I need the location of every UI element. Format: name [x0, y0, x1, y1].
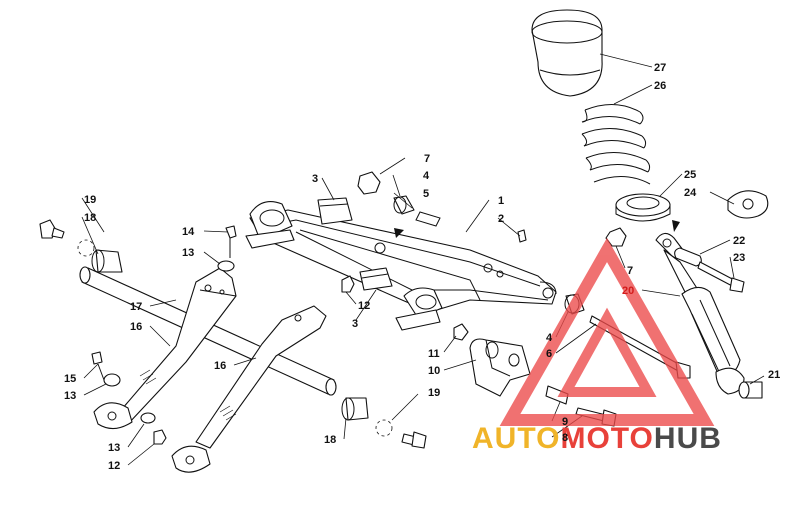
watermark-moto-text: MOTO: [560, 422, 653, 455]
callout-7: 7: [424, 153, 430, 165]
callout-18: 18: [84, 212, 96, 224]
shaft-bushing-left: [91, 249, 123, 273]
wear-pad-part: [317, 197, 353, 225]
watermark-hub-text: HUB: [654, 422, 722, 455]
callout-12: 12: [358, 300, 370, 312]
callout-15: 15: [64, 373, 76, 385]
callout-16-right: 16: [214, 360, 226, 372]
callout-20: 20: [622, 285, 634, 297]
callout-12-lower: 12: [108, 460, 120, 472]
shock-cap-part: [727, 190, 769, 219]
watermark-auto-text: AUTO: [472, 422, 560, 455]
callout-8: 8: [562, 432, 568, 444]
callout-7-right: 7: [627, 265, 633, 277]
callout-14: 14: [182, 226, 195, 238]
link-arm-right: [171, 305, 327, 473]
washer-part: [217, 260, 235, 272]
cap-screw-part: [225, 225, 237, 258]
callout-21: 21: [768, 369, 780, 381]
callout-26: 26: [654, 80, 666, 92]
callout-5: 5: [423, 188, 429, 200]
nut-part-upper: [357, 171, 381, 195]
direction-arrows: [394, 220, 680, 238]
callout-22: 22: [733, 235, 745, 247]
shaft-bolt-left: [39, 219, 95, 257]
bushing-part-upper: [393, 195, 415, 215]
lower-nut-part: [153, 429, 167, 445]
callout-18-right: 18: [324, 434, 336, 446]
shock-bolt-part: [697, 261, 745, 293]
grease-fitting-part: [517, 229, 527, 243]
callout-6: 6: [546, 348, 552, 360]
callout-13-left: 13: [64, 390, 76, 402]
callout-19: 19: [84, 194, 96, 206]
link-arm-left: [93, 267, 237, 430]
callout-11: 11: [428, 348, 440, 360]
callout-17: 17: [130, 301, 142, 313]
spring-bumper-part: [531, 9, 603, 97]
callout-23: 23: [733, 252, 745, 264]
shaft-bushing-right: [341, 397, 369, 421]
small-washer-part: [103, 373, 121, 387]
small-bolt-part: [91, 351, 105, 381]
callout-13-lower: 13: [108, 442, 120, 454]
callout-27: 27: [654, 62, 666, 74]
bracket-nut-part: [453, 323, 469, 341]
callout-24: 24: [684, 187, 697, 199]
callout-4: 4: [423, 170, 430, 182]
wear-pad-part-lower: [359, 267, 393, 291]
pivot-bolt-part: [415, 211, 441, 227]
callout-13: 13: [182, 247, 194, 259]
shaft-bolt-right: [375, 419, 427, 449]
callout-1: 1: [498, 195, 504, 207]
callout-9: 9: [562, 416, 568, 428]
callout-25: 25: [684, 169, 696, 181]
lower-washer-part: [140, 412, 156, 424]
watermark-text: AUTOMOTOHUB: [472, 422, 722, 455]
callout-3: 3: [312, 173, 318, 185]
nut-part-mid: [341, 275, 355, 293]
watermark-logo: [499, 237, 715, 426]
shock-spacer-part: [674, 247, 702, 267]
shock-bushing-part: [738, 381, 763, 399]
callout-2: 2: [498, 213, 504, 225]
callout-3-lower: 3: [352, 318, 358, 330]
swing-arm-part: [245, 201, 557, 331]
shock-absorber-part: [655, 232, 745, 395]
callout-4-lower: 4: [546, 332, 553, 344]
spring-seat-part: [615, 193, 671, 222]
callout-labels: 27 26 7 4 5 3 1 2 25 24 19 18 14 13 22 2…: [64, 62, 780, 472]
nut-part: [605, 227, 627, 247]
callout-10: 10: [428, 365, 440, 377]
callout-16: 16: [130, 321, 142, 333]
mount-bracket-part: [469, 338, 531, 397]
callout-19-right: 19: [428, 387, 440, 399]
coil-spring-part: [581, 104, 651, 185]
